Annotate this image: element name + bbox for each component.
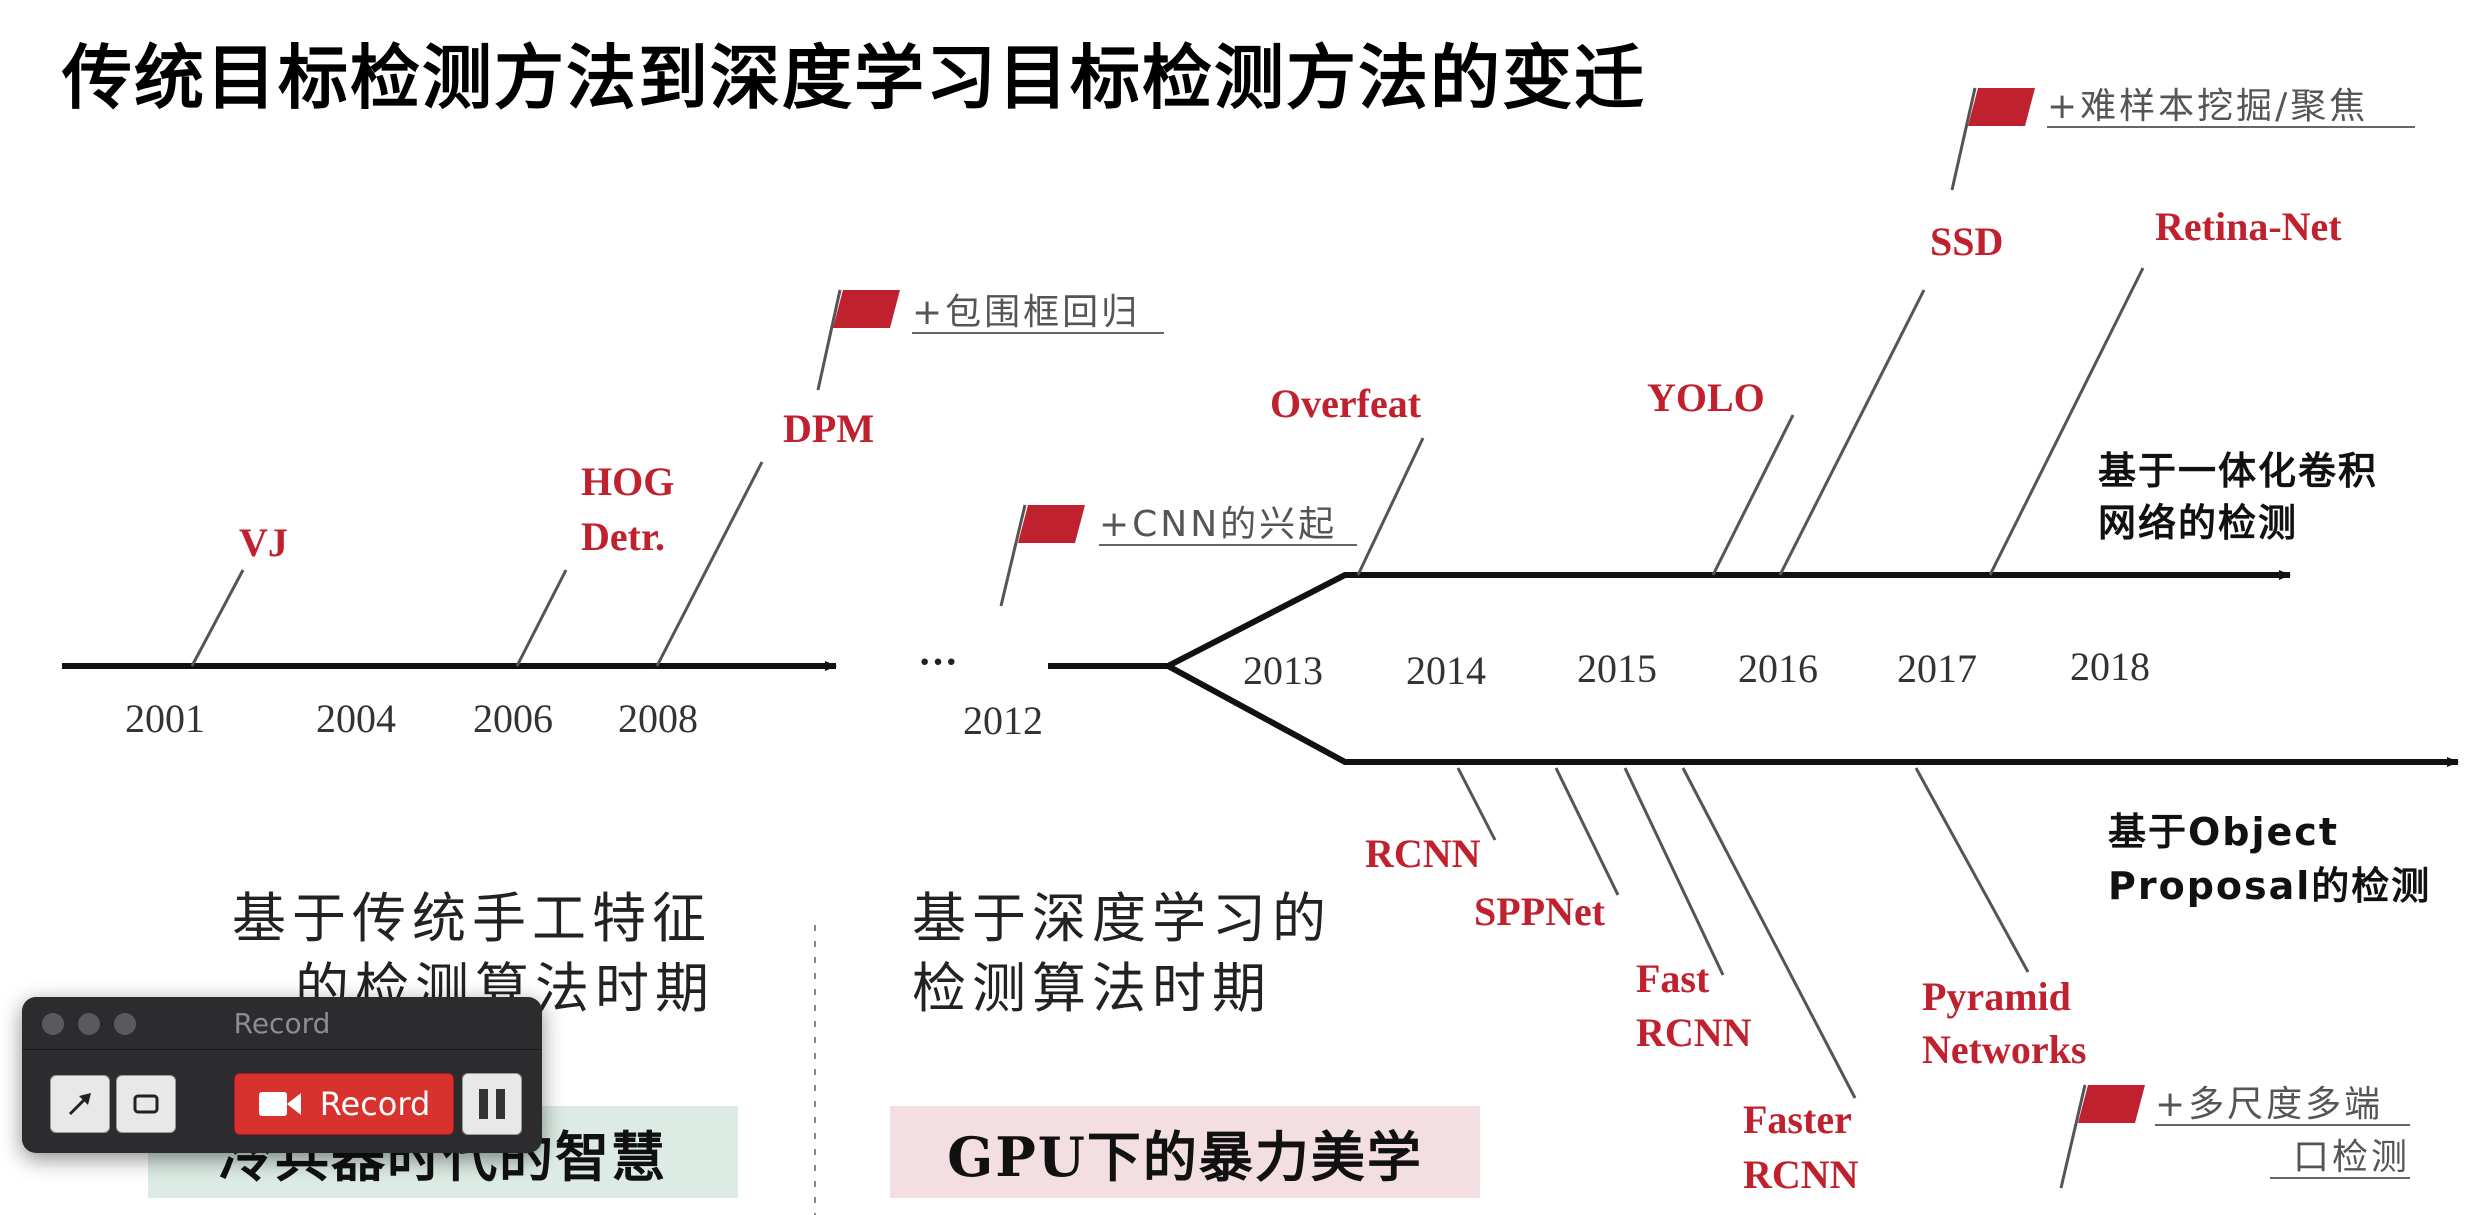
timeline-axes [62, 570, 2459, 767]
milestone-multiscale-line1: +多尺度多端 [2155, 1084, 2383, 1125]
record-widget: Record Record [22, 997, 542, 1153]
method-fast-rcnn-line2: RCNN [1636, 1010, 1752, 1055]
year-2014: 2014 [1406, 648, 1486, 693]
record-button-label: Record [319, 1085, 431, 1123]
method-pyramid-line1: Pyramid [1922, 974, 2071, 1019]
year-2017: 2017 [1897, 646, 1977, 691]
record-titlebar[interactable]: Record [22, 997, 542, 1050]
period-traditional-line1: 基于传统手工特征 [232, 887, 712, 950]
method-sppnet: SPPNet [1474, 889, 1606, 934]
arrow-tool-button[interactable] [50, 1075, 110, 1133]
record-button[interactable]: Record [234, 1073, 454, 1135]
milestone-labels: +包围框回归 +CNN的兴起 +难样本挖掘/聚焦 +多尺度多端 口检测 [912, 86, 2410, 1178]
record-window-title: Record [233, 1007, 331, 1040]
minimize-window-button[interactable] [78, 1013, 100, 1035]
branch-one-stage-line1: 基于一体化卷积 [2098, 449, 2378, 493]
method-dpm: DPM [783, 406, 874, 451]
branch-two-stage-line2: Proposal的检测 [2108, 864, 2431, 908]
method-vj: VJ [239, 520, 288, 565]
year-2008: 2008 [618, 696, 698, 741]
year-2016: 2016 [1738, 646, 1818, 691]
year-2018: 2018 [2070, 644, 2150, 689]
method-hog-line1: HOG [581, 459, 674, 504]
flag-bbox-regression [816, 289, 900, 391]
year-2015: 2015 [1577, 646, 1657, 691]
branch-labels: 基于一体化卷积 网络的检测 基于Object Proposal的检测 [2098, 449, 2431, 908]
arrow-tool-icon [68, 1093, 91, 1116]
method-fast-rcnn-line1: Fast [1636, 956, 1710, 1001]
year-2012: 2012 [963, 698, 1043, 743]
video-camera-icon [258, 1092, 301, 1116]
milestone-underlines [912, 126, 2415, 1179]
rectangle-tool-icon [133, 1094, 159, 1114]
close-window-button[interactable] [42, 1013, 64, 1035]
flag-cnn-rise [999, 504, 1085, 607]
leader-lines [190, 267, 2145, 1099]
slide-title: 传统目标检测方法到深度学习目标检测方法的变迁 [62, 37, 1646, 119]
period-deep-line2: 检测算法时期 [912, 957, 1272, 1020]
year-2013: 2013 [1243, 648, 1323, 693]
two-stage-axis [1166, 663, 2459, 767]
method-faster-rcnn-line1: Faster [1743, 1097, 1852, 1142]
pause-icon [479, 1089, 488, 1119]
method-hog-line2: Detr. [581, 514, 665, 559]
milestone-hard-mining: +难样本挖掘/聚焦 [2047, 86, 2368, 127]
year-2001: 2001 [125, 696, 205, 741]
method-pyramid-line2: Networks [1922, 1027, 2086, 1072]
pause-button[interactable] [462, 1073, 522, 1135]
method-overfeat: Overfeat [1270, 381, 1422, 426]
year-labels: 2001 2004 2006 2008 2012 2013 2014 2015 … [125, 644, 2150, 743]
milestone-bbox-regression: +包围框回归 [912, 292, 1140, 333]
method-labels: VJ HOG Detr. DPM Overfeat YOLO SSD Retin… [239, 204, 2342, 1197]
method-rcnn: RCNN [1365, 831, 1481, 876]
method-faster-rcnn-line2: RCNN [1743, 1152, 1859, 1197]
year-2004: 2004 [316, 696, 396, 741]
milestone-cnn-rise: +CNN的兴起 [1099, 504, 1337, 545]
zoom-window-button[interactable] [114, 1013, 136, 1035]
timeline-ellipsis: ··· [918, 639, 958, 684]
branch-one-stage-line2: 网络的检测 [2098, 501, 2298, 545]
method-retina-net: Retina-Net [2155, 204, 2342, 249]
milestone-multiscale-line2: 口检测 [2293, 1137, 2410, 1178]
method-yolo: YOLO [1647, 375, 1765, 420]
era-deep-box: GPU下的暴力美学 [890, 1106, 1480, 1198]
method-ssd: SSD [1930, 219, 2003, 264]
flag-hard-mining [1950, 87, 2035, 191]
one-stage-axis [1166, 570, 2291, 669]
era-deep-label: GPU下的暴力美学 [947, 1124, 1423, 1189]
year-2006: 2006 [473, 696, 553, 741]
pause-icon [496, 1089, 505, 1119]
period-deep-line1: 基于深度学习的 [912, 887, 1332, 950]
rectangle-tool-button[interactable] [116, 1075, 176, 1133]
branch-two-stage-line1: 基于Object [2108, 810, 2339, 854]
flag-multiscale [2059, 1084, 2145, 1189]
